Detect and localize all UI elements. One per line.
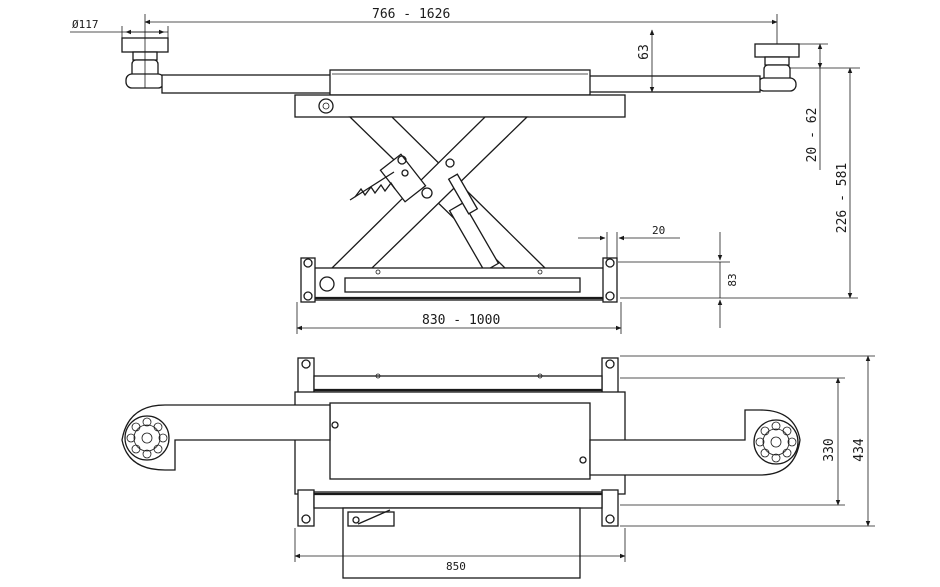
- base-frame: [300, 257, 618, 303]
- dim-pad-adjust: 20 - 62: [790, 43, 860, 170]
- dim-pad-height: 63: [637, 29, 655, 93]
- plan-depth-label: 330: [822, 438, 837, 461]
- plan-left-arm: [121, 404, 331, 471]
- dim-base-height: 83: [618, 232, 739, 328]
- side-elevation: Ø117 766 - 1626 63 20 - 62 226 - 581: [70, 7, 860, 334]
- right-lift-pad: [754, 43, 800, 92]
- dim-rail-gap: 20: [578, 224, 680, 260]
- left-arm: [161, 74, 333, 94]
- plan-top-rail: [297, 357, 619, 395]
- plan-width-label: 850: [446, 560, 466, 573]
- plan-bottom-rail: [297, 489, 619, 527]
- left-lift-pad: [121, 37, 169, 89]
- pad-height-label: 63: [637, 44, 652, 60]
- dim-arm-span: 766 - 1626: [144, 7, 778, 44]
- pad-adjust-label: 20 - 62: [805, 108, 820, 163]
- pivot-bolt: [318, 98, 334, 114]
- dim-plan-total: 434: [620, 355, 875, 527]
- plan-left-pad: [124, 415, 170, 461]
- dim-width-range: 830 - 1000: [296, 302, 622, 334]
- lift-height-label: 226 - 581: [835, 163, 850, 233]
- width-range-label: 830 - 1000: [422, 313, 500, 328]
- dim-lift-height: 226 - 581: [620, 67, 858, 299]
- arm-span-label: 766 - 1626: [372, 7, 450, 22]
- plan-right-arm: [589, 409, 801, 476]
- plan-right-pad: [753, 419, 799, 465]
- base-height-label: 83: [726, 273, 739, 286]
- scissor-mechanism: [330, 116, 547, 273]
- dim-plan-width: 850: [294, 528, 626, 573]
- dim-plan-depth: 330: [620, 377, 845, 506]
- plan-total-label: 434: [852, 438, 867, 462]
- diameter-label: Ø117: [72, 18, 99, 31]
- rail-gap-label: 20: [652, 224, 665, 237]
- right-arm: [587, 75, 761, 93]
- plan-lower-housing: [342, 507, 581, 579]
- plan-top-beam: [329, 402, 591, 480]
- plan-view: 330 434 850: [121, 355, 875, 579]
- dim-diameter: Ø117: [70, 18, 169, 38]
- platform-frame: [294, 94, 626, 118]
